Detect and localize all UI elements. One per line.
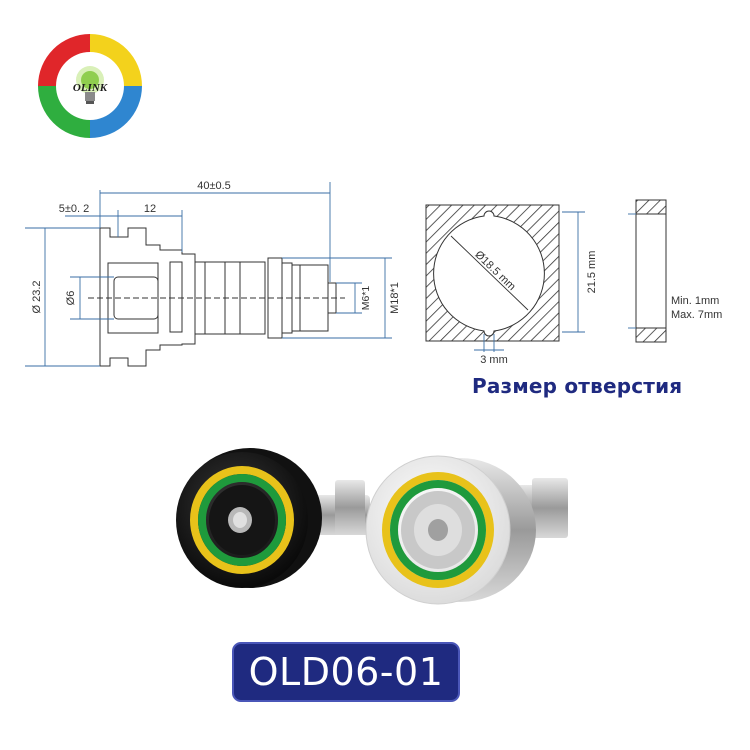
mounting-hole-view	[425, 204, 560, 342]
dim-total-length: 40±0.5	[197, 180, 231, 192]
hole-height-label: 21.5 mm	[586, 251, 598, 294]
dim-flange: 5±0. 2	[59, 203, 90, 215]
product-photo	[176, 448, 568, 605]
white-connector	[365, 455, 568, 605]
connector-side-view	[99, 227, 337, 367]
black-connector	[176, 448, 370, 588]
logo-ring	[38, 34, 142, 138]
panel-thickness-view	[635, 199, 667, 343]
dim-thread-large: M18*1	[389, 282, 401, 314]
bulb-icon	[76, 66, 104, 104]
model-number-badge: OLD06-01	[232, 642, 460, 702]
dim-diameter-body: Ø 23.2	[31, 280, 43, 313]
dim-thread-small: M6*1	[360, 286, 372, 311]
model-number: OLD06-01	[248, 650, 444, 694]
hole-key-width-label: 3 mm	[480, 354, 508, 366]
technical-drawing: 40±0.5 5±0. 2 12 Ø 23.2 Ø6 M6*1 M18*1 Ø1…	[25, 180, 722, 367]
dim-diameter-pin: Ø6	[65, 291, 77, 306]
panel-max-label: Max. 7mm	[671, 309, 722, 321]
panel-min-label: Min. 1mm	[671, 295, 719, 307]
dim-head: 12	[144, 203, 156, 215]
hole-size-caption: Размер отверстия	[472, 374, 683, 398]
olink-logo: OLINK	[38, 34, 142, 138]
logo-brand-text: OLINK	[73, 82, 108, 94]
